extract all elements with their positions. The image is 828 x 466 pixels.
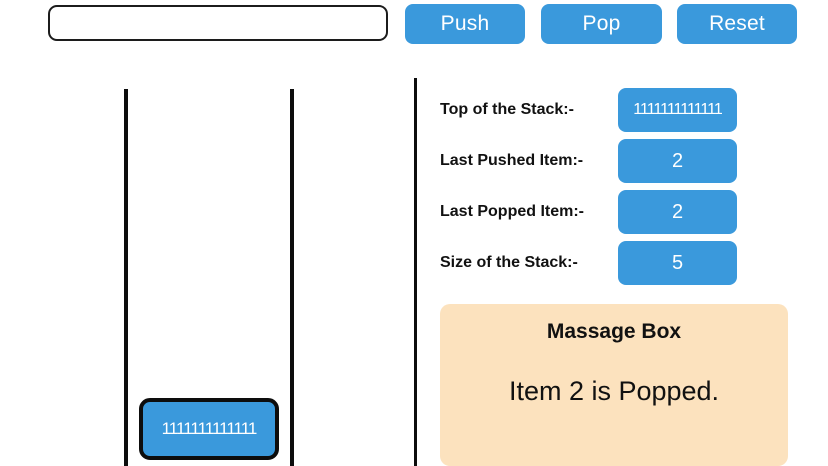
- stack-value-input[interactable]: [48, 5, 388, 41]
- reset-button[interactable]: Reset: [677, 4, 797, 44]
- info-value-last-pushed-item: 2: [618, 139, 737, 183]
- info-row-size-of-stack: Size of the Stack:- 5: [417, 241, 828, 285]
- stack-info-pane: Top of the Stack:- 1111111111111 Last Pu…: [417, 58, 828, 466]
- info-value-last-popped-item: 2: [618, 190, 737, 234]
- info-label-last-pushed-item: Last Pushed Item:-: [440, 152, 584, 169]
- info-label-last-popped-item: Last Popped Item:-: [440, 203, 585, 220]
- info-label-top-of-stack: Top of the Stack:-: [440, 101, 574, 118]
- info-value-top-of-stack: 1111111111111: [618, 88, 737, 132]
- top-control-bar: Push Pop Reset: [0, 0, 828, 58]
- stack-visualizer: 1111111111111: [0, 58, 414, 466]
- stack-container: 1111111111111: [124, 89, 294, 466]
- info-value-size-of-stack: 5: [618, 241, 737, 285]
- info-row-top-of-stack: Top of the Stack:- 1111111111111: [417, 88, 828, 132]
- pop-button[interactable]: Pop: [541, 4, 662, 44]
- message-box-title: Massage Box: [546, 320, 682, 343]
- push-button[interactable]: Push: [405, 4, 525, 44]
- info-label-size-of-stack: Size of the Stack:-: [440, 254, 578, 271]
- message-box-text: Item 2 is Popped.: [508, 376, 720, 406]
- pane-divider: [414, 78, 417, 466]
- message-box: Massage Box Item 2 is Popped.: [440, 304, 788, 466]
- info-row-last-popped-item: Last Popped Item:- 2: [417, 190, 828, 234]
- stack-item: 1111111111111: [139, 398, 279, 460]
- info-row-last-pushed-item: Last Pushed Item:- 2: [417, 139, 828, 183]
